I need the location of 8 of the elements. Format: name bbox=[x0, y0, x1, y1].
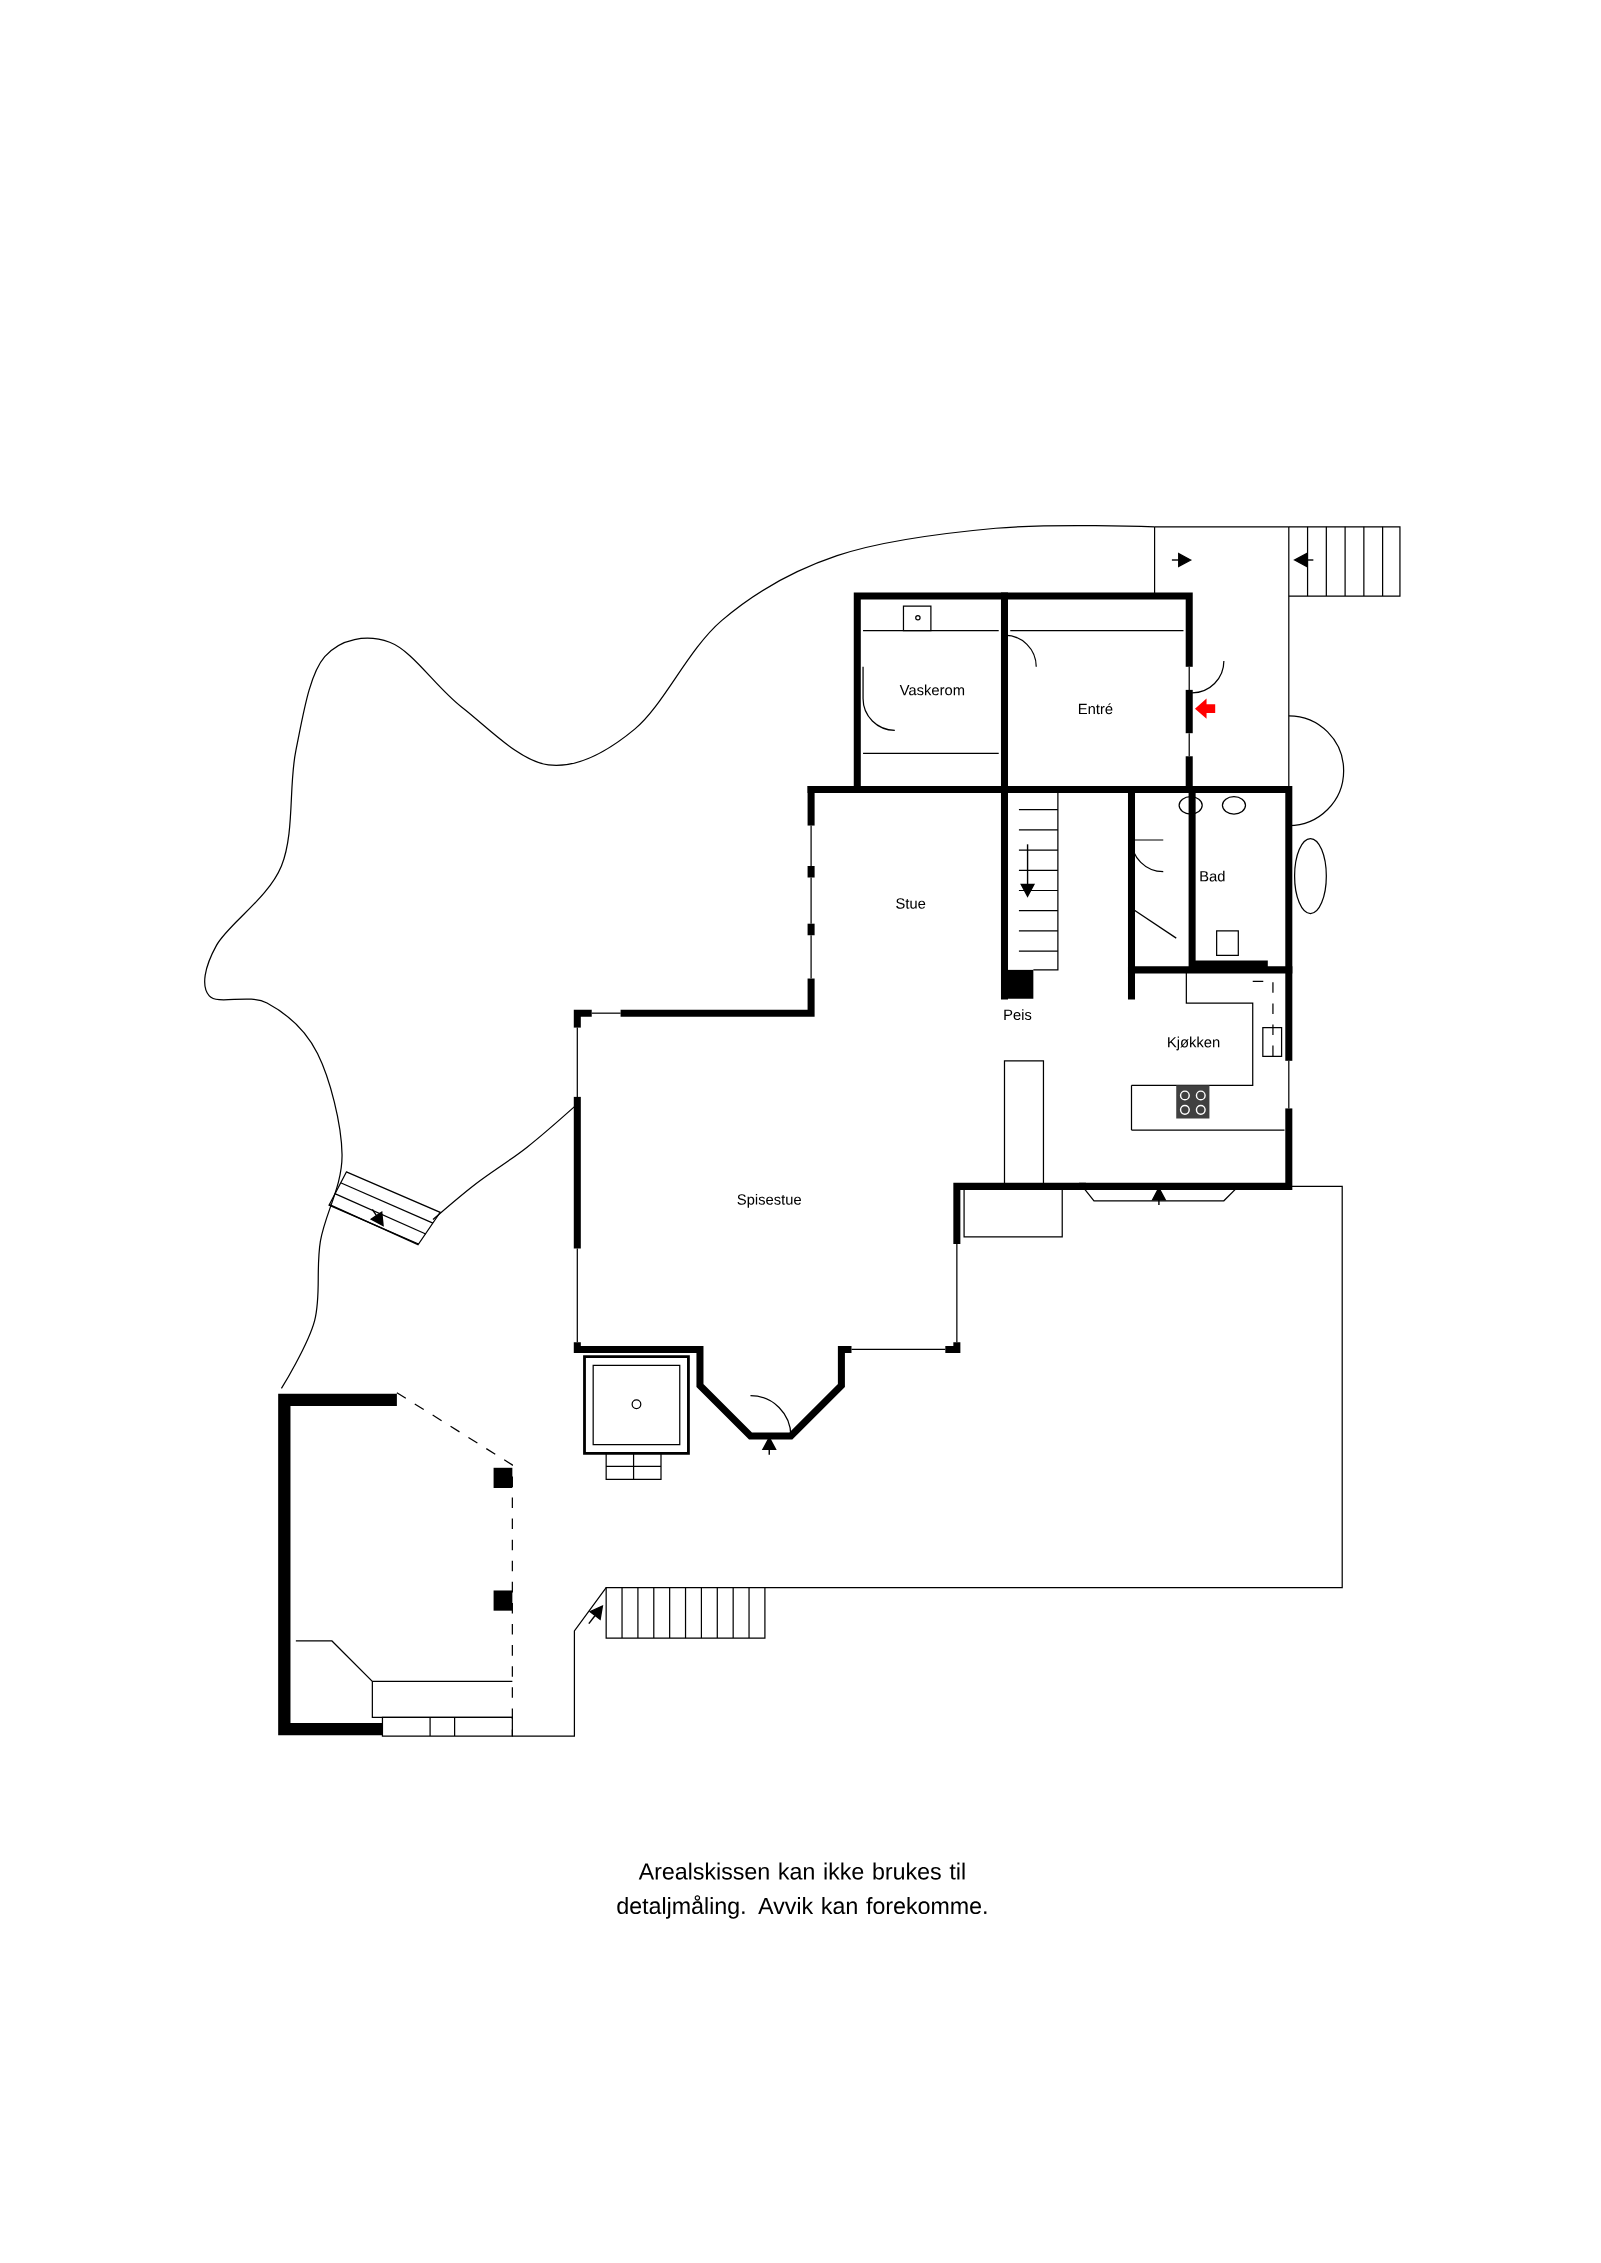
room-label: Bad bbox=[1200, 870, 1225, 882]
room-label: Entré bbox=[1079, 703, 1113, 715]
room-label: Kjøkken bbox=[1168, 1036, 1220, 1051]
room-label: Spisestue bbox=[737, 1193, 802, 1208]
room-label: Stue bbox=[896, 898, 926, 909]
caption: Arealskissen kan ikke brukes til detaljmåling. Avvik kan forekomme. bbox=[617, 1862, 987, 1919]
room-label: Vaskerom bbox=[899, 684, 965, 696]
room-label: Peis bbox=[1004, 1009, 1032, 1021]
